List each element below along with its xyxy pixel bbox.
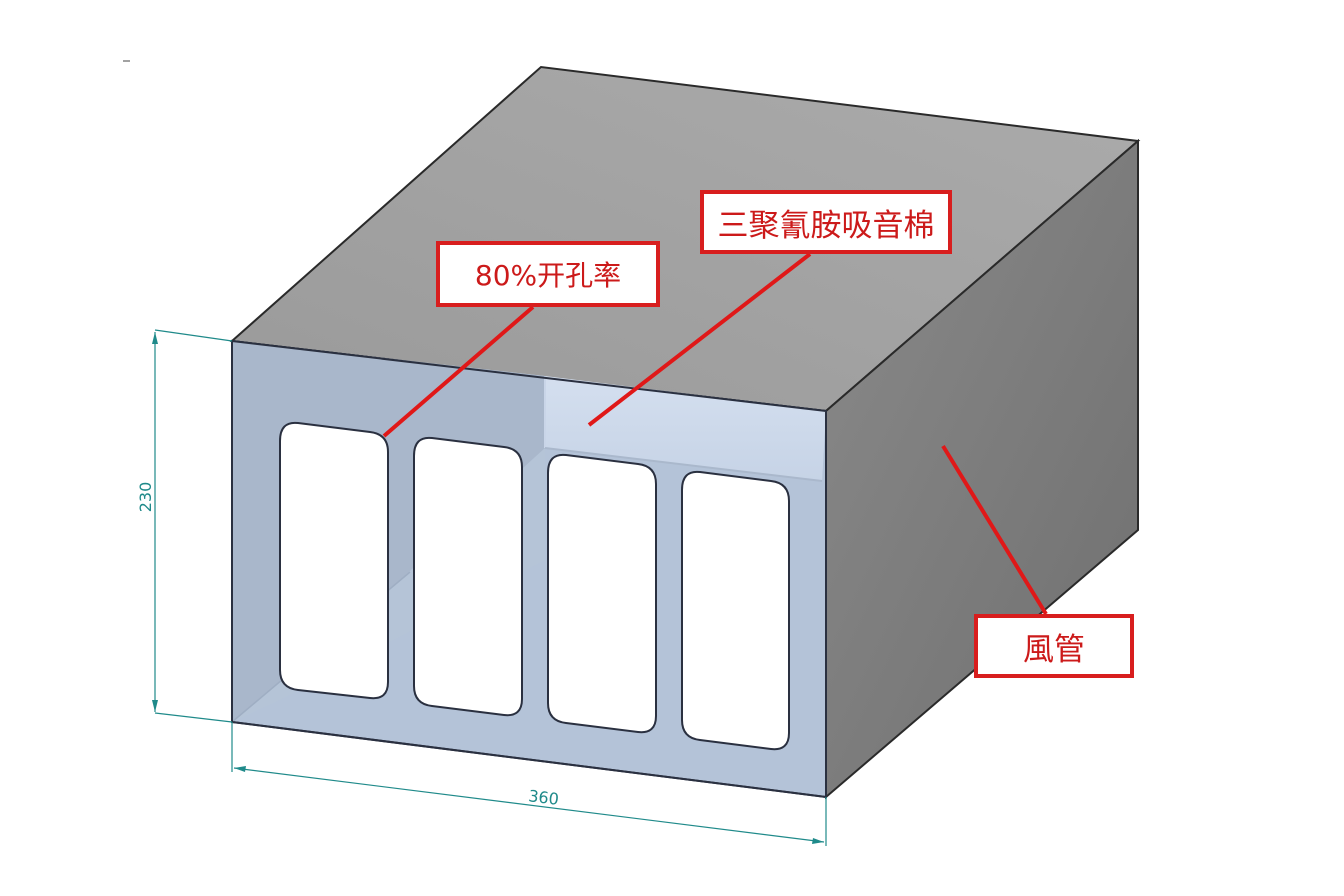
inner-edge-line	[544, 447, 823, 482]
perforation-slot	[413, 436, 523, 717]
width-dimension-label: 360	[527, 786, 560, 809]
callout-perforation-rate: 80%开孔率	[436, 241, 660, 307]
callout-melamine-foam: 三聚氰胺吸音棉	[700, 190, 952, 254]
height-dimension-label: 230	[136, 482, 155, 513]
callout-duct: 風管	[974, 614, 1134, 678]
width-dimension	[231, 722, 827, 846]
perforation-slot	[279, 421, 389, 700]
leader-line-duct	[941, 444, 1048, 616]
perforation-slot	[547, 453, 657, 734]
perforation-slot	[681, 470, 790, 751]
leader-line-foam	[587, 252, 812, 427]
slot-group	[279, 421, 790, 751]
height-dimension	[152, 329, 233, 723]
leader-line-perforation	[382, 305, 535, 438]
